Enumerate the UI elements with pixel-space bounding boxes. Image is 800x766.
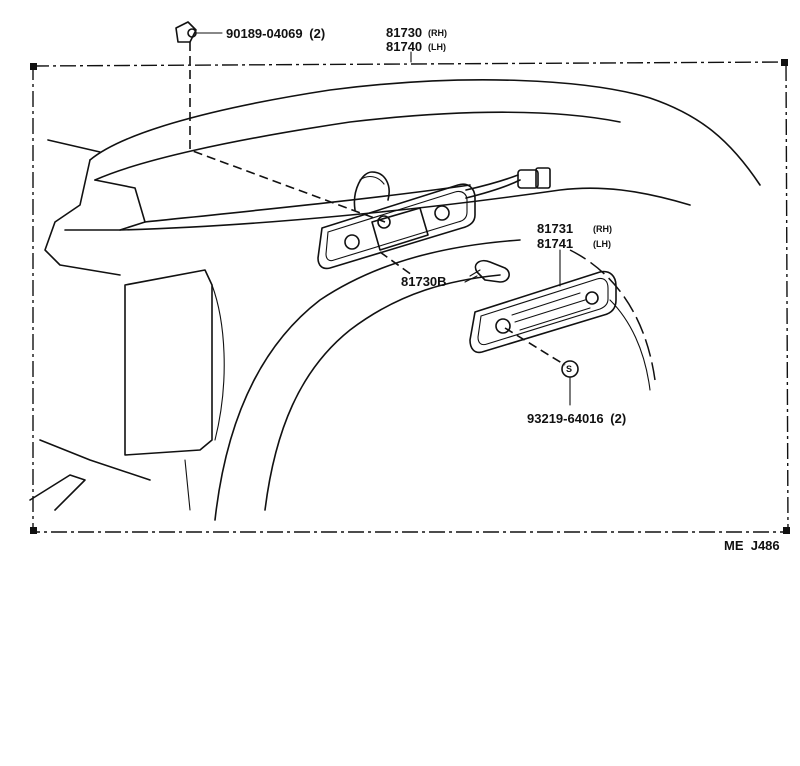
part-label-lamp-upper: 81730 (RH) 81740 (LH) — [386, 25, 447, 54]
vehicle-body-outline — [29, 79, 761, 521]
part-label-clip: 90189-04069 (2) — [226, 26, 325, 41]
svg-text:93219-64016 (2): 93219-64016 (2) — [527, 411, 626, 426]
svg-text:81741: 81741 — [537, 236, 573, 251]
svg-text:81740: 81740 — [386, 39, 422, 54]
svg-text:(RH): (RH) — [593, 224, 612, 234]
svg-text:(LH): (LH) — [428, 42, 446, 52]
diagram-frame — [30, 59, 790, 534]
clip-nut-icon — [175, 21, 197, 43]
part-label-bulb: 81730B — [401, 274, 447, 289]
svg-text:81730: 81730 — [386, 25, 422, 40]
side-marker-lamp-upper — [317, 167, 551, 270]
leader-lines — [189, 32, 571, 406]
figure-code: ME J486 — [724, 538, 780, 553]
svg-text:81731: 81731 — [537, 221, 573, 236]
svg-text:(RH): (RH) — [428, 28, 447, 38]
svg-text:(LH): (LH) — [593, 239, 611, 249]
svg-text:81730B: 81730B — [401, 274, 447, 289]
part-label-screw: S 93219-64016 (2) — [527, 364, 626, 426]
part-label-lamp-lower: 81731 (RH) 81741 (LH) — [537, 221, 612, 251]
svg-text:90189-04069 (2): 90189-04069 (2) — [226, 26, 325, 41]
svg-text:S: S — [566, 364, 572, 374]
bulb-icon — [469, 259, 510, 283]
side-marker-lamp-lower — [469, 270, 617, 354]
